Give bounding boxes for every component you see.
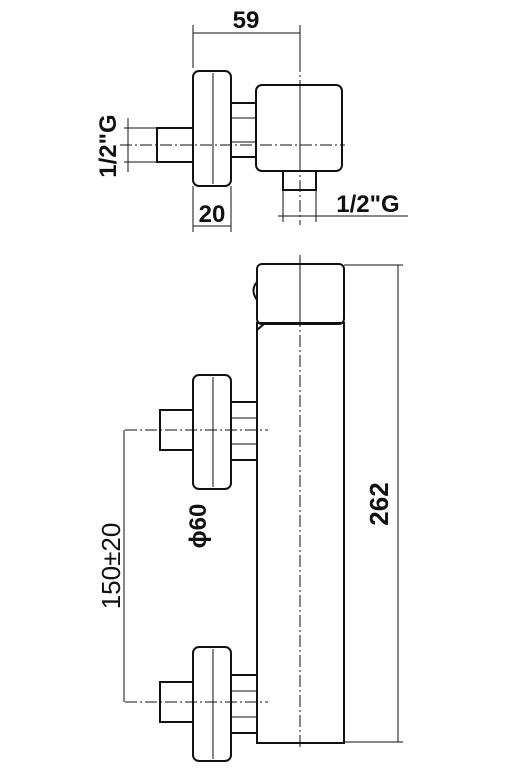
dim-overall-depth: 59 xyxy=(233,7,260,34)
dim-outlet-thread: 1/2"G xyxy=(336,191,399,218)
side-view: 59 20 1/2"G 1/2"G xyxy=(95,7,408,232)
dim-height: 262 xyxy=(364,482,394,525)
front-lower-flange xyxy=(192,646,232,762)
dim-flange-depth: 20 xyxy=(199,201,226,228)
side-body xyxy=(255,84,343,172)
front-lower-nut xyxy=(230,674,258,734)
side-wall-flange xyxy=(192,70,232,187)
front-upper-nut xyxy=(230,401,258,461)
dim-inlet-thread-left: 1/2"G xyxy=(95,114,122,177)
side-hex-nut xyxy=(230,102,257,158)
front-view: 150±20 ϕ60 262 xyxy=(96,255,403,762)
dim-centers: 150±20 xyxy=(96,523,126,610)
front-upper-flange xyxy=(192,374,232,490)
dim-diameter: ϕ60 xyxy=(185,504,212,549)
